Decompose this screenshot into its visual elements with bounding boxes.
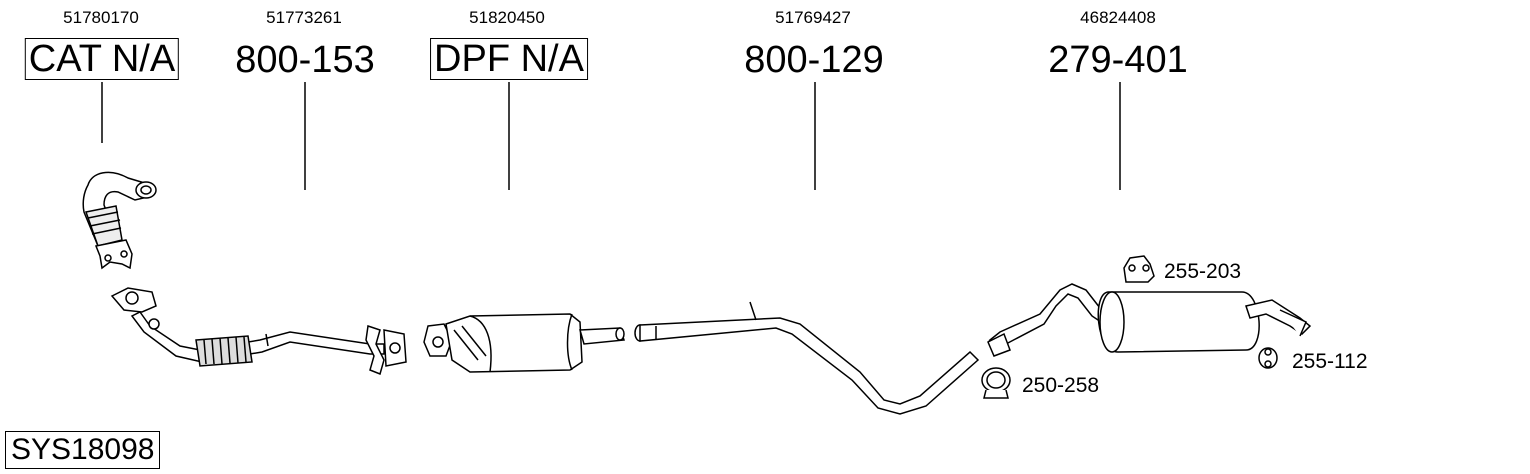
accessory-label-clamp[interactable]: 250-258 — [1022, 374, 1100, 397]
oem-number-dpf: 51820450 — [469, 8, 545, 27]
front-pipe-part — [110, 287, 407, 376]
part-label-dpf[interactable]: DPF N/A — [430, 38, 588, 80]
part-label-middle-pipe[interactable]: 800-129 — [744, 39, 884, 81]
catalyst-part — [82, 171, 157, 270]
oem-number-rear-silencer: 46824408 — [1080, 8, 1156, 27]
rubber-mount-part — [1123, 255, 1155, 283]
rubber-ring-part — [1258, 347, 1278, 369]
part-label-front-pipe[interactable]: 800-153 — [235, 39, 375, 81]
part-label-rear-silencer[interactable]: 279-401 — [1048, 39, 1188, 81]
oem-number-front-pipe: 51773261 — [266, 8, 342, 27]
oem-number-cat: 51780170 — [63, 8, 139, 27]
part-label-cat[interactable]: CAT N/A — [24, 38, 180, 80]
dpf-part — [423, 313, 626, 373]
clamp-part — [981, 367, 1011, 399]
oem-number-middle-pipe: 51769427 — [775, 8, 851, 27]
rear-silencer-part — [987, 283, 1312, 357]
accessory-label-rubber-ring[interactable]: 255-112 — [1292, 350, 1368, 373]
accessory-label-rubber-mount[interactable]: 255-203 — [1164, 260, 1242, 283]
system-code-label: SYS18098 — [5, 431, 161, 469]
middle-pipe-part — [634, 301, 980, 415]
